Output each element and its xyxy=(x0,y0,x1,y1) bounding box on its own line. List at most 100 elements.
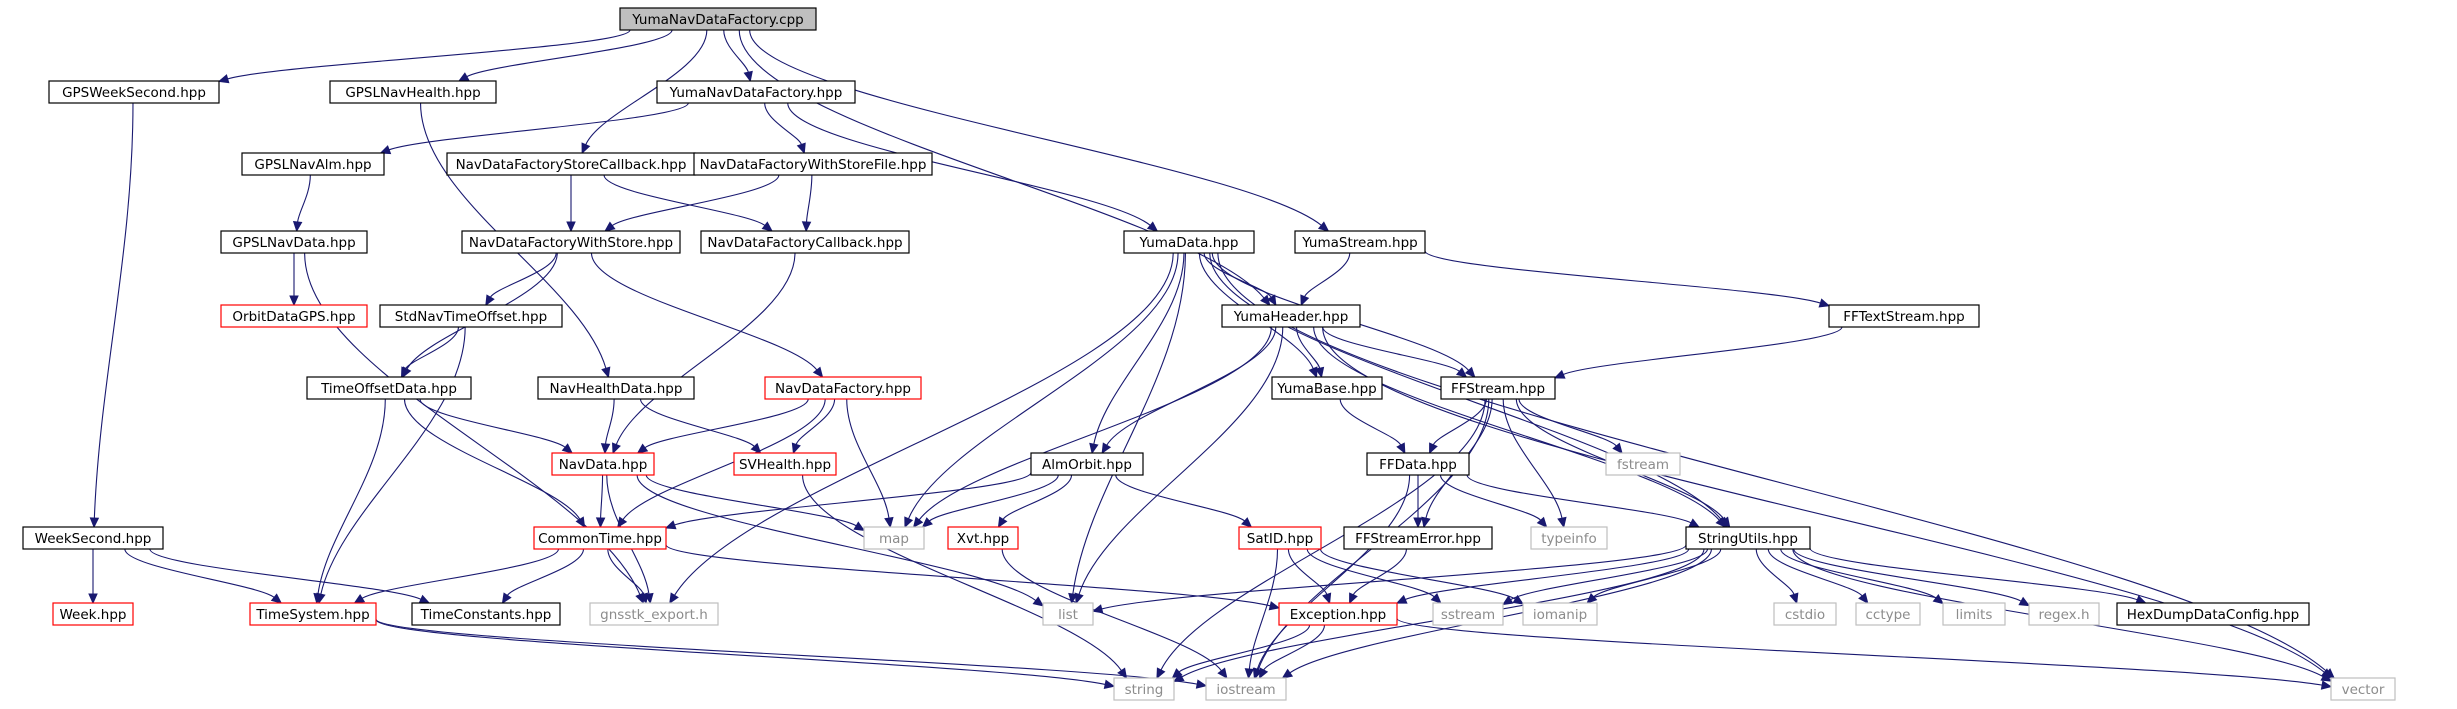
node-box-svhealth-hpp xyxy=(733,452,837,476)
node-weeksecond-hpp[interactable]: WeekSecond.hpp xyxy=(22,526,164,550)
node-commontime-hpp[interactable]: CommonTime.hpp xyxy=(533,526,667,550)
node-box-gpslnavalm-hpp xyxy=(241,152,385,176)
node-stringutils-hpp[interactable]: StringUtils.hpp xyxy=(1685,526,1811,550)
node-box-limits xyxy=(1942,602,2006,626)
node-label-stdnavtimeoffset-hpp: StdNavTimeOffset.hpp xyxy=(395,309,547,325)
node-label-orbitdatagps-hpp: OrbitDataGPS.hpp xyxy=(232,309,355,325)
node-gpslnavhealth-hpp[interactable]: GPSLNavHealth.hpp xyxy=(329,80,497,104)
arrowhead-yumabase-hpp xyxy=(1308,366,1318,379)
node-xvt-hpp[interactable]: Xvt.hpp xyxy=(947,526,1019,550)
edge-stringutils-hpp-to-exception-hpp xyxy=(1405,548,1690,600)
node-timeconstants-hpp[interactable]: TimeConstants.hpp xyxy=(411,602,561,626)
edge-navdata-hpp-to-map xyxy=(645,474,857,527)
edge-yumadata-hpp-to-gnsstk-export-h xyxy=(674,252,1174,596)
node-navdatafactorywithstore-hpp[interactable]: NavDataFactoryWithStore.hpp xyxy=(461,230,681,254)
arrowhead-commontime-hpp xyxy=(664,520,677,530)
node-navdatafactorystorecallback-hpp[interactable]: NavDataFactoryStoreCallback.hpp xyxy=(446,152,696,176)
arrowhead-yumastream-hpp xyxy=(1317,221,1330,232)
arrowhead-navdatafactorycallback-hpp xyxy=(801,221,812,233)
node-svhealth-hpp[interactable]: SVHealth.hpp xyxy=(733,452,837,476)
edge-stringutils-hpp-to-hexdumpdataconfig-hpp xyxy=(1809,547,2138,601)
node-label-yumabase-hpp: YumaBase.hpp xyxy=(1276,381,1377,397)
node-yumaheader-hpp[interactable]: YumaHeader.hpp xyxy=(1221,304,1361,328)
arrowhead-list xyxy=(1032,596,1044,607)
node-label-yumastream-hpp: YumaStream.hpp xyxy=(1301,235,1418,251)
node-label-navdatafactorycallback-hpp: NavDataFactoryCallback.hpp xyxy=(707,235,902,251)
node-label-timeoffsetdata-hpp: TimeOffsetData.hpp xyxy=(320,381,457,397)
node-timesystem-hpp[interactable]: TimeSystem.hpp xyxy=(249,602,377,626)
node-box-timeconstants-hpp xyxy=(411,602,561,626)
edge-yumanavdatafactory-cpp-to-gpsweeksecond-hpp xyxy=(227,29,631,80)
node-almorbit-hpp[interactable]: AlmOrbit.hpp xyxy=(1030,452,1144,476)
arrowhead-list xyxy=(1091,604,1104,614)
edge-yumaheader-hpp-to-almorbit-hpp xyxy=(1106,326,1277,446)
node-navdatafactorycallback-hpp[interactable]: NavDataFactoryCallback.hpp xyxy=(700,230,910,254)
node-box-navdatafactorywithstorefile-hpp xyxy=(693,152,933,176)
node-box-week-hpp xyxy=(52,602,134,626)
node-box-gpslnavhealth-hpp xyxy=(329,80,497,104)
node-label-gpsweeksecond-hpp: GPSWeekSecond.hpp xyxy=(62,85,206,101)
arrowhead-svhealth-hpp xyxy=(750,442,762,454)
edge-navdatafactorywithstore-hpp-to-stdnavtimeoffset-hpp xyxy=(489,252,557,298)
node-yumadata-hpp[interactable]: YumaData.hpp xyxy=(1123,230,1255,254)
node-label-timeconstants-hpp: TimeConstants.hpp xyxy=(420,607,552,623)
node-ffdata-hpp[interactable]: FFData.hpp xyxy=(1366,452,1470,476)
node-box-gpslnavdata-hpp xyxy=(220,230,368,254)
node-label-ffstream-hpp: FFStream.hpp xyxy=(1451,381,1545,397)
edge-gpsweeksecond-hpp-to-weeksecond-hpp xyxy=(93,102,134,519)
edge-fftextstream-hpp-to-ffstream-hpp xyxy=(1563,326,1843,375)
node-timeoffsetdata-hpp[interactable]: TimeOffsetData.hpp xyxy=(306,376,472,400)
node-yumanavdatafactory-cpp[interactable]: YumaNavDataFactory.cpp xyxy=(619,7,817,31)
node-orbitdatagps-hpp[interactable]: OrbitDataGPS.hpp xyxy=(220,304,368,328)
node-ffstreamerror-hpp[interactable]: FFStreamError.hpp xyxy=(1343,526,1493,550)
node-navdatafactorywithstorefile-hpp[interactable]: NavDataFactoryWithStoreFile.hpp xyxy=(693,152,933,176)
edge-navdatafactory-hpp-to-svhealth-hpp xyxy=(795,398,836,445)
node-gpslnavalm-hpp[interactable]: GPSLNavAlm.hpp xyxy=(241,152,385,176)
node-box-fftextstream-hpp xyxy=(1828,304,1980,328)
node-ffstream-hpp[interactable]: FFStream.hpp xyxy=(1440,376,1556,400)
edge-yumadata-hpp-to-stringutils-hpp xyxy=(1209,252,1722,521)
node-satid-hpp[interactable]: SatID.hpp xyxy=(1238,526,1322,550)
node-yumanavdatafactory-hpp[interactable]: YumaNavDataFactory.hpp xyxy=(656,80,856,104)
edge-almorbit-hpp-to-map xyxy=(929,474,1059,522)
arrowhead-yumaheader-hpp xyxy=(1266,294,1277,307)
node-navhealthdata-hpp[interactable]: NavHealthData.hpp xyxy=(537,376,695,400)
node-label-navdatafactorystorecallback-hpp: NavDataFactoryStoreCallback.hpp xyxy=(456,157,687,173)
node-label-limits: limits xyxy=(1956,607,1993,623)
arrowhead-navdatafactorystorecallback-hpp xyxy=(581,142,591,155)
arrowhead-timesystem-hpp xyxy=(313,592,323,605)
node-box-ffdata-hpp xyxy=(1366,452,1470,476)
arrowhead-yumadata-hpp xyxy=(1146,221,1159,232)
node-navdata-hpp[interactable]: NavData.hpp xyxy=(551,452,655,476)
node-box-satid-hpp xyxy=(1238,526,1322,550)
edge-satid-hpp-to-iostream xyxy=(1248,548,1279,670)
node-yumastream-hpp[interactable]: YumaStream.hpp xyxy=(1294,230,1426,254)
node-navdatafactory-hpp[interactable]: NavDataFactory.hpp xyxy=(764,376,922,400)
arrowhead-navdatafactorywithstore-hpp xyxy=(604,221,616,232)
node-gpslnavdata-hpp[interactable]: GPSLNavData.hpp xyxy=(220,230,368,254)
node-box-navdatafactory-hpp xyxy=(764,376,922,400)
node-stdnavtimeoffset-hpp[interactable]: StdNavTimeOffset.hpp xyxy=(379,304,563,328)
arrowhead-timesystem-hpp xyxy=(353,593,366,604)
node-week-hpp[interactable]: Week.hpp xyxy=(52,602,134,626)
arrowhead-string xyxy=(1156,667,1166,680)
node-label-exception-hpp: Exception.hpp xyxy=(1290,607,1386,623)
edge-svhealth-hpp-to-string xyxy=(802,474,1122,671)
node-label-hexdumpdataconfig-hpp: HexDumpDataConfig.hpp xyxy=(2127,607,2299,623)
node-box-hexdumpdataconfig-hpp xyxy=(2116,602,2310,626)
node-gpsweeksecond-hpp[interactable]: GPSWeekSecond.hpp xyxy=(48,80,220,104)
node-exception-hpp[interactable]: Exception.hpp xyxy=(1278,602,1398,626)
node-box-navdatafactorywithstore-hpp xyxy=(461,230,681,254)
node-yumabase-hpp[interactable]: YumaBase.hpp xyxy=(1271,376,1383,400)
arrowhead-ffstream-hpp xyxy=(1455,367,1468,378)
node-box-cstdio xyxy=(1773,602,1837,626)
edge-commontime-hpp-to-exception-hpp xyxy=(665,544,1271,607)
node-iomanip: iomanip xyxy=(1522,602,1598,626)
arrowhead-weeksecond-hpp xyxy=(89,517,100,529)
node-string: string xyxy=(1113,677,1175,701)
arrowhead-ffstreamerror-hpp xyxy=(1421,516,1431,529)
arrowhead-sstream xyxy=(1430,593,1442,604)
edge-stringutils-hpp-to-cctype xyxy=(1767,548,1863,597)
node-fftextstream-hpp[interactable]: FFTextStream.hpp xyxy=(1828,304,1980,328)
node-hexdumpdataconfig-hpp[interactable]: HexDumpDataConfig.hpp xyxy=(2116,602,2310,626)
